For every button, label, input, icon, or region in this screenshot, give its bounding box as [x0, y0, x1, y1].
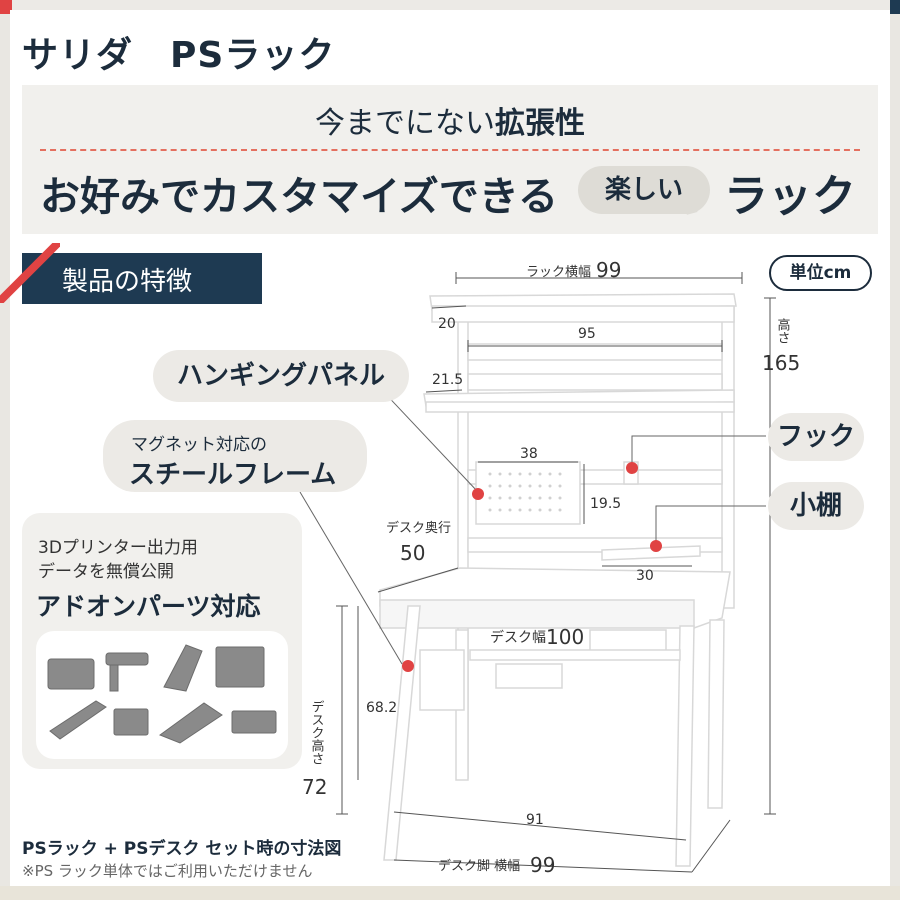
side-hook-bag	[419, 649, 465, 711]
desk-box	[495, 663, 563, 689]
dot-hook	[626, 462, 638, 474]
addon-parts-illustration	[47, 644, 277, 744]
label-desk-height: デスク高さ	[309, 700, 325, 765]
footer-note: ※PS ラック単体ではご利用いただけません	[22, 862, 313, 880]
callout-small-shelf: 小棚	[768, 482, 864, 530]
label-desk-depth: デスク奥行	[386, 520, 451, 536]
value-leg-inner-width: 91	[526, 812, 544, 828]
label-rack-width: ラック横幅	[526, 265, 591, 280]
feature-heading: 製品の特徴	[22, 253, 262, 304]
callout-steel-frame: マグネット対応の スチールフレーム	[103, 420, 367, 492]
leader-small-shelf	[655, 505, 766, 544]
middle-shelf-face	[425, 401, 735, 413]
desk-crossbar	[469, 649, 681, 661]
part-clip	[113, 708, 149, 736]
callout-steel-frame-main: スチールフレーム	[129, 460, 337, 490]
addon-card: 3Dプリンター出力用 データを無償公開 アドオンパーツ対応	[22, 513, 302, 769]
top-shelf-face	[431, 305, 735, 323]
corner-accent-navy	[890, 0, 900, 14]
headline-line1: 今までにない拡張性	[0, 98, 900, 142]
unit-badge: 単位cm	[769, 255, 872, 291]
leader-hook	[631, 435, 766, 466]
value-top-depth: 20	[438, 316, 456, 332]
callout-hook: フック	[768, 413, 864, 461]
addon-line2: データを無償公開	[38, 562, 174, 582]
label-height: 高さ	[775, 317, 791, 344]
pegboard-holes	[488, 472, 562, 512]
callout-dots	[402, 462, 662, 672]
value-desk-height: 72	[302, 775, 327, 799]
leader-hanging-panel	[379, 387, 479, 493]
addon-line1: 3Dプリンター出力用	[38, 538, 198, 558]
headline-banner	[22, 85, 878, 234]
dim-shelf-depth	[425, 389, 463, 393]
value-rack-width: 99	[596, 258, 621, 282]
value-shelf-depth: 21.5	[432, 372, 463, 388]
part-hanger-hook-arm	[109, 664, 119, 692]
value-desk-leg-width: 99	[530, 853, 555, 877]
dim-desk-depth	[377, 567, 459, 593]
dot-hanging-panel	[472, 488, 484, 500]
dot-small-shelf	[650, 540, 662, 552]
bottom-strip	[0, 886, 900, 900]
part-rack-tray	[215, 646, 265, 688]
addon-parts-gallery	[36, 631, 288, 759]
dim-leg-width	[393, 859, 693, 873]
top-strip	[0, 0, 900, 10]
value-inner-width: 95	[578, 326, 596, 342]
headline-rack: ラック	[724, 171, 856, 222]
part-cable-tray	[158, 702, 223, 744]
label-desk-width: デスク幅	[490, 629, 546, 646]
leader-steel-frame	[299, 491, 403, 665]
rack-upright-right	[721, 295, 735, 609]
corner-accent-red	[0, 0, 12, 14]
part-multi-holder	[47, 658, 95, 690]
value-small-shelf: 30	[636, 568, 654, 584]
dim-top-depth	[431, 305, 467, 309]
dashed-divider	[40, 149, 860, 151]
dim-leg-inner-width	[393, 811, 687, 841]
desk-top-face	[379, 599, 695, 629]
feature-heading-text: 製品の特徴	[62, 267, 193, 297]
value-desk-depth: 50	[400, 541, 425, 565]
value-desk-width: 100	[546, 625, 584, 649]
headline-line2: お好みでカスタマイズできる	[40, 174, 558, 220]
speech-bubble: 楽しい	[578, 166, 710, 214]
part-stand	[163, 644, 203, 692]
desk-leg-back-right	[707, 619, 725, 809]
part-hanger-hook	[105, 652, 149, 666]
callout-steel-frame-sub: マグネット対応の	[131, 435, 267, 455]
headline-line1-prefix: 今までにない	[315, 106, 495, 141]
small-shelf	[601, 545, 701, 561]
addon-title: アドオンパーツ対応	[36, 592, 261, 621]
desk-leg-front-left	[383, 605, 421, 861]
desk-leg-front-right	[675, 625, 695, 867]
value-panel-width: 38	[520, 446, 538, 462]
footer-caption: PSラック + PSデスク セット時の寸法図	[22, 839, 342, 859]
value-leg-height: 68.2	[366, 700, 397, 716]
dot-steel-frame	[402, 660, 414, 672]
product-title: サリダ PSラック	[22, 35, 336, 76]
crossbar-2	[467, 373, 723, 391]
part-bar-hook	[49, 700, 107, 740]
headline-line1-bold: 拡張性	[495, 106, 585, 141]
value-height: 165	[762, 351, 800, 375]
callout-hanging-panel: ハンギングパネル	[153, 350, 409, 402]
hanging-panel	[475, 461, 581, 525]
value-panel-height: 19.5	[590, 496, 621, 512]
part-shelf-bracket	[231, 710, 277, 734]
label-desk-leg-width: デスク脚 横幅	[438, 858, 520, 874]
